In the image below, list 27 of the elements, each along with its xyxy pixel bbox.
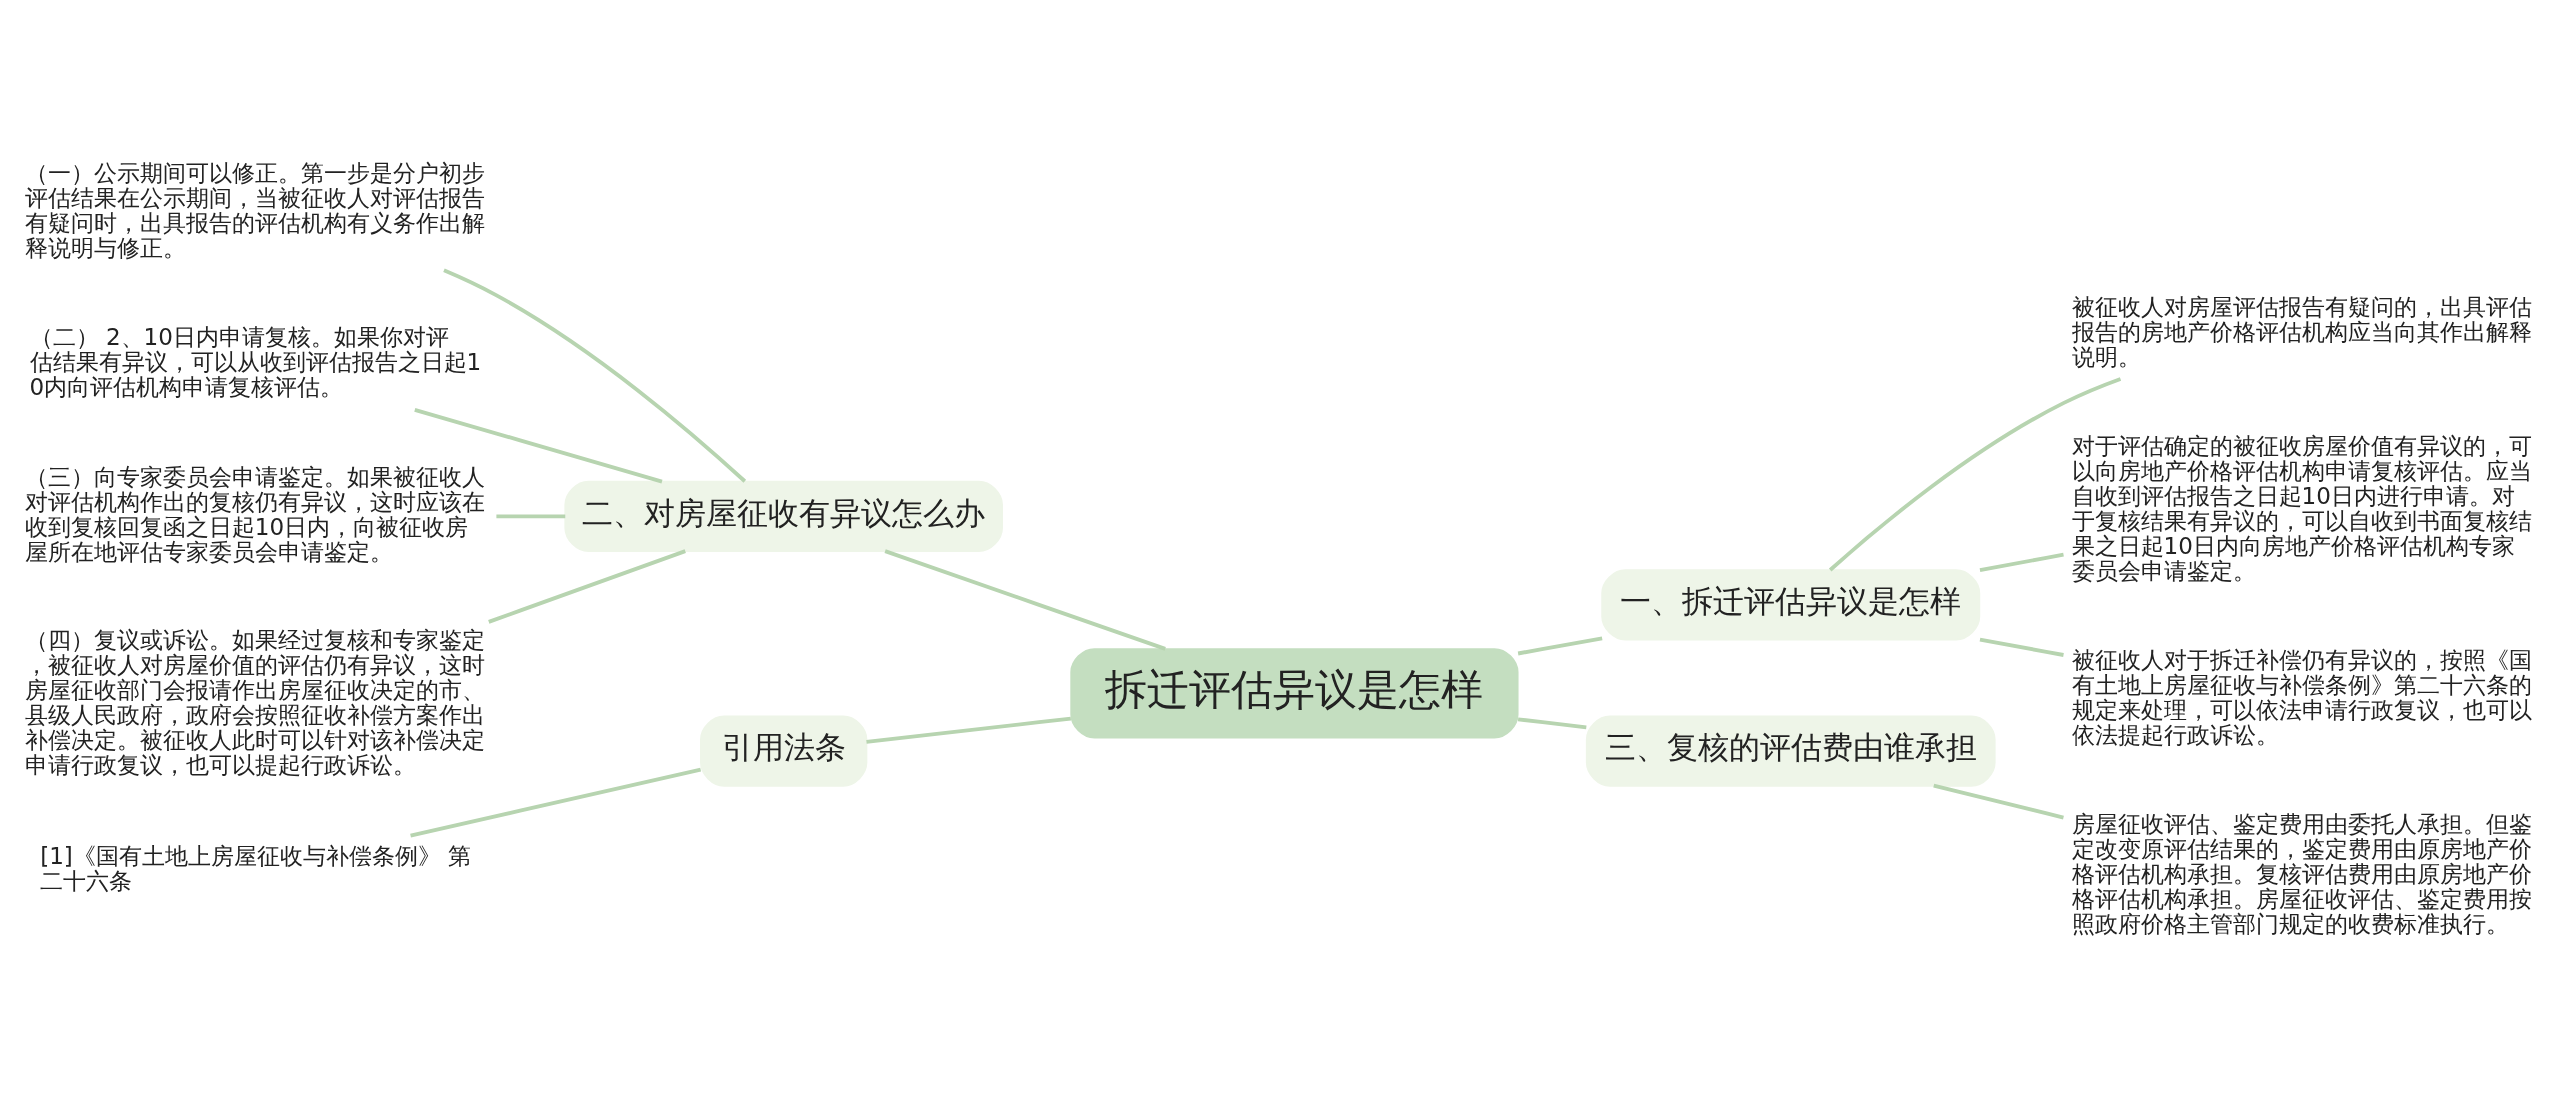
node-text: [1]《国有土地上房屋征收与补偿条例》 第二十六条 bbox=[40, 842, 472, 894]
node-text: 房屋征收评估、鉴定费用由委托人承担。但鉴定改变原评估结果的，鉴定费用由原房地产价格评估机构承担。复核评估费用由原房地产价格评估机构承担。房屋征收评估、鉴定费用按照政府价格主管部门规定的收费标准执行。 bbox=[2071, 811, 2532, 938]
connector bbox=[443, 268, 747, 483]
node-box: 三、复核的评估费由谁承担 bbox=[1585, 715, 1996, 787]
node-box: 引用法条 bbox=[700, 715, 868, 787]
node-text: （二） 2、10日内申请复核。如果你对评估结果有异议，可以从收到评估报告之日起10内向评估机构申请复核评估。 bbox=[29, 324, 482, 401]
connector bbox=[496, 514, 566, 519]
connector bbox=[1828, 377, 2122, 572]
node-box: 拆迁评估异议是怎样 bbox=[1070, 648, 1519, 739]
node-box: 一、拆迁评估异议是怎样 bbox=[1601, 569, 1981, 641]
connector bbox=[866, 716, 1071, 744]
node-text: （一）公示期间可以修正。第一步是分户初步评估结果在公示期间，当被征收人对评估报告有疑问时，出具报告的评估机构有义务作出解释说明与修正。 bbox=[24, 159, 485, 261]
connector bbox=[488, 549, 686, 624]
connector bbox=[1517, 717, 1587, 730]
node-text: （四）复议或诉讼。如果经过复核和专家鉴定，被征收人对房屋价值的评估仍有异议，这时房屋征收部门会报请作出房屋征收决定的市、县级人民政府，政府会按照征收补偿方案作出补偿决定。被征收人此时可以针对该补偿决定申请行政复议，也可以提起行政诉讼。 bbox=[24, 627, 485, 779]
node-text: 对于评估确定的被征收房屋价值有异议的，可以向房地产价格评估机构申请复核评估。应当自收到评估报告之日起10日内进行申请。对于复核结果有异议的，可以自收到书面复核结果之日起10日内向房地产价格评估机构专家委员会申请鉴定。 bbox=[2071, 433, 2532, 585]
connector bbox=[410, 767, 702, 838]
node-text: 被征收人对于拆迁补偿仍有异议的，按照《国有土地上房屋征收与补偿条例》第二十六条的规定来处理，可以依法申请行政复议，也可以依法提起行政诉讼。 bbox=[2071, 646, 2532, 748]
connector bbox=[1979, 637, 2064, 657]
connector bbox=[1933, 783, 2064, 820]
connector bbox=[1979, 552, 2064, 573]
node-box: 二、对房屋征收有异议怎么办 bbox=[564, 480, 1003, 552]
node-text: （三）向专家委员会申请鉴定。如果被征收人对评估机构作出的复核仍有异议，这时应该在收到复核回复函之日起10日内，向被征收房屋所在地评估专家委员会申请鉴定。 bbox=[24, 463, 485, 565]
connector bbox=[1517, 636, 1603, 656]
connector bbox=[414, 407, 663, 484]
node-text: 被征收人对房屋评估报告有疑问的，出具评估报告的房地产价格评估机构应当向其作出解释说明。 bbox=[2071, 293, 2532, 370]
connector bbox=[884, 549, 1166, 651]
